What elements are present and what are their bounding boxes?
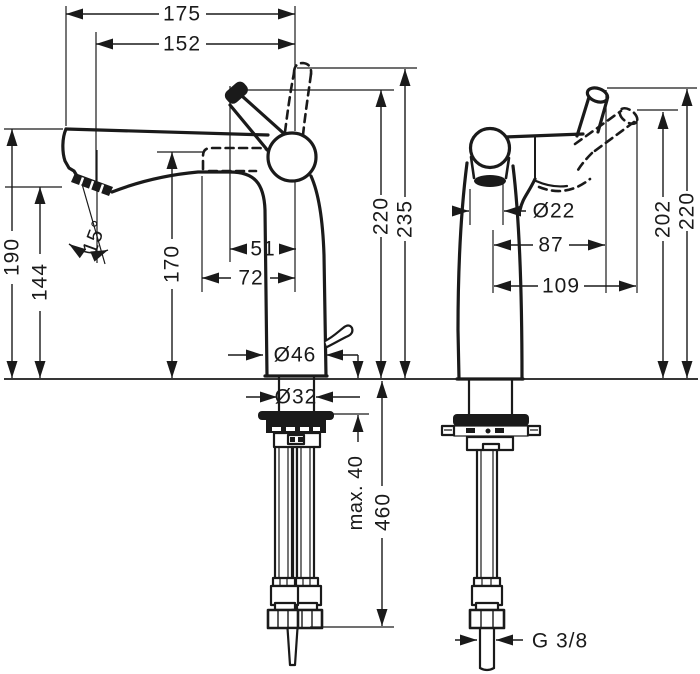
dim-label-dia46: Ø46: [274, 344, 317, 367]
aerator-side: [474, 175, 506, 187]
dim-label-87: 87: [538, 234, 563, 257]
hose-nut-side: [468, 608, 506, 630]
dim-label-202: 202: [652, 200, 675, 238]
pull-rod-knob: [323, 324, 354, 349]
hose-nut-left: [266, 608, 300, 630]
dim-label-dia22: Ø22: [533, 200, 576, 223]
dimensions-side: Ø22 87 109 202 220 G 3/8: [452, 87, 699, 653]
dim-label-152: 152: [163, 33, 201, 56]
base-flange-front: [258, 411, 334, 420]
handle-knob-side: [585, 86, 610, 104]
dim-label-g38: G 3/8: [532, 630, 588, 653]
faucet-front-view: [61, 61, 354, 667]
dim-label-72: 72: [238, 267, 263, 290]
handle-knob-front: [224, 81, 248, 104]
dim-label-235: 235: [394, 200, 417, 238]
dim-label-190: 190: [1, 238, 24, 276]
pull-rod-end: [286, 626, 299, 667]
dim-label-144: 144: [29, 263, 52, 301]
dim-label-51: 51: [250, 238, 275, 261]
ball-joint: [266, 131, 318, 183]
dim-label-220-front: 220: [370, 197, 393, 235]
hose-connector: [478, 626, 496, 670]
faucet-side-view: [440, 86, 639, 672]
dim-label-460: 460: [372, 493, 395, 531]
dimensions-front: 175 152 190 144 15° 170 51 72 220: [1, 3, 417, 628]
dim-label-220-side: 220: [676, 192, 699, 230]
spout-end: [468, 126, 512, 170]
dim-label-175: 175: [163, 3, 201, 26]
base-flange-side: [453, 414, 529, 426]
dim-label-max40: max. 40: [345, 456, 367, 531]
dim-label-170: 170: [161, 245, 184, 283]
dim-label-dia32: Ø32: [275, 386, 318, 409]
hose-braid-left: [269, 576, 300, 612]
dim-label-109: 109: [542, 275, 580, 298]
